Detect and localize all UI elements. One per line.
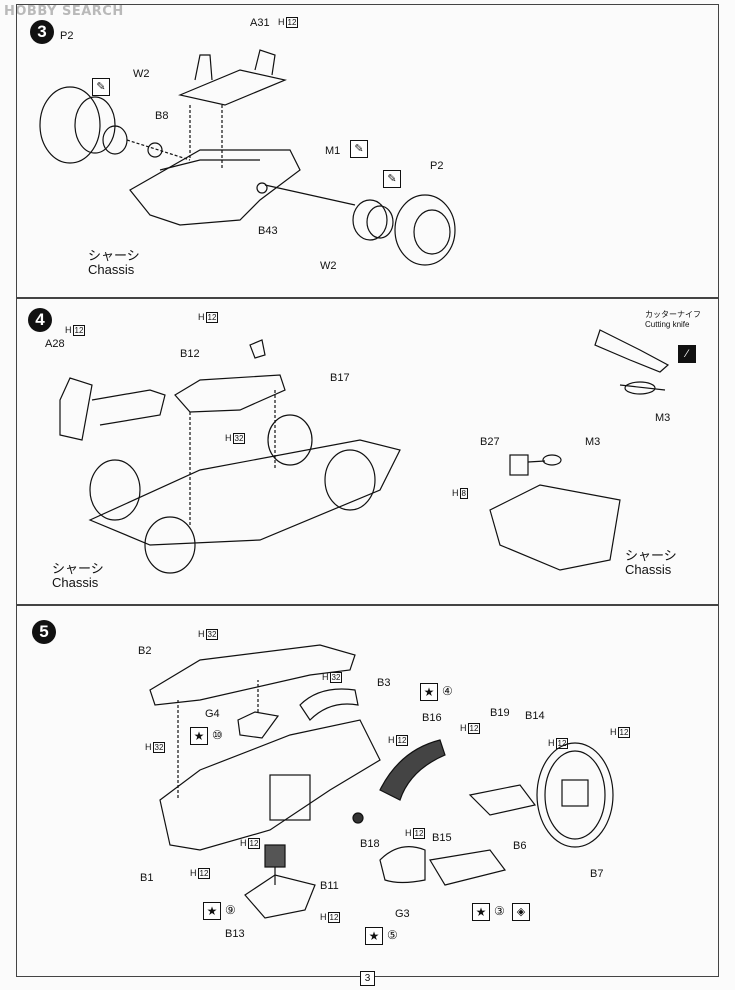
chassis-en-label: Chassis [88,262,135,277]
step-5-number: 5 [32,620,56,644]
label-b27: B27 [480,436,500,448]
paint-star-icon: ★ [420,683,438,701]
label-m3-knife: M3 [655,412,671,424]
label-w2-left: W2 [133,68,150,80]
paint-color-10: ⑩ [212,728,223,742]
label-b3: B3 [377,677,391,689]
chassis-en-label-right: Chassis [625,562,672,577]
page-number: 3 [360,971,375,986]
paint-color-4: ④ [442,684,453,698]
label-p2-left: P2 [60,30,74,42]
cut-icon: ⁄ [678,345,696,363]
step-4-panel [16,298,719,605]
paint-color-3: ③ [494,904,505,918]
label-b8: B8 [155,110,169,122]
paint-color-5: ⑤ [387,928,398,942]
chassis-jp-label-right: シャーシ [625,548,677,563]
label-b11: B11 [320,880,339,892]
label-b18: B18 [360,838,380,850]
label-g3: G3 [395,908,410,920]
label-b13: B13 [225,928,245,940]
label-b6: B6 [513,840,527,852]
chassis-jp-label-left: シャーシ [52,561,104,576]
step-3-panel [16,4,719,298]
label-a31: A31 [250,17,270,29]
chassis-en-label-left: Chassis [52,575,99,590]
label-b1: B1 [140,872,154,884]
step-4-number: 4 [28,308,52,332]
label-m1: M1 [325,145,341,157]
label-a28: A28 [45,338,65,350]
label-b15: B15 [432,832,452,844]
chassis-jp-label: シャーシ [88,248,140,263]
label-w2-right: W2 [320,260,337,272]
masking-icon: ◈ [512,903,530,921]
paint-color-9: ⑨ [225,903,236,917]
glue-icon: ✎ [350,140,368,158]
glue-icon: ✎ [383,170,401,188]
label-g4: G4 [205,708,220,720]
label-b14: B14 [525,710,545,722]
label-b16: B16 [422,712,442,724]
label-b17: B17 [330,372,350,384]
paint-star-icon: ★ [472,903,490,921]
label-b19: B19 [490,707,510,719]
label-b7: B7 [590,868,604,880]
paint-star-icon: ★ [203,902,221,920]
step-3-number: 3 [30,20,54,44]
label-b43: B43 [258,225,278,237]
label-p2-right: P2 [430,160,444,172]
paint-star-icon: ★ [365,927,383,945]
glue-icon: ✎ [92,78,110,96]
cutting-knife-jp: カッターナイフ [645,310,701,319]
label-m3: M3 [585,436,601,448]
paint-star-icon: ★ [190,727,208,745]
watermark-logo: HOBBY SEARCH [4,4,124,19]
cutting-knife-en: Cutting knife [645,320,690,329]
label-b12: B12 [180,348,200,360]
label-b2: B2 [138,645,152,657]
